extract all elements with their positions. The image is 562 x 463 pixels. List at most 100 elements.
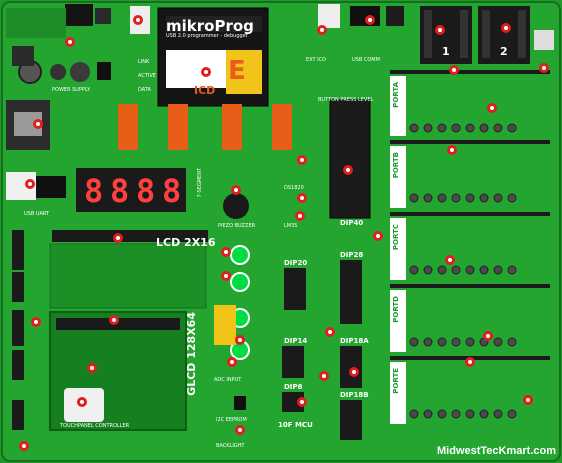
marker-icon <box>523 395 533 405</box>
dip18b-label: DIP18B <box>340 391 369 399</box>
marker-icon <box>221 247 231 257</box>
port-button[interactable] <box>409 409 419 419</box>
port-button[interactable] <box>437 193 447 203</box>
backlight-label: BACKLIGHT <box>216 443 245 449</box>
tenf-mcu-label: 10F MCU <box>278 421 313 429</box>
marker-icon <box>133 15 143 25</box>
port-button[interactable] <box>423 123 433 133</box>
port-button[interactable] <box>493 193 503 203</box>
port-button[interactable] <box>507 409 517 419</box>
marker-icon <box>435 25 445 35</box>
port-button[interactable] <box>451 265 461 275</box>
port-button[interactable] <box>465 265 475 275</box>
seven-seg-label: 7-SEGMENT <box>197 168 203 198</box>
mikroprog-title: mikroProg <box>166 17 254 35</box>
port-button[interactable] <box>437 337 447 347</box>
port-button[interactable] <box>507 265 517 275</box>
port-button[interactable] <box>423 337 433 347</box>
port-button[interactable] <box>465 337 475 347</box>
marker-icon <box>483 331 493 341</box>
port-button[interactable] <box>409 193 419 203</box>
marker-icon <box>77 397 87 407</box>
port-button[interactable] <box>465 409 475 419</box>
port-button[interactable] <box>493 123 503 133</box>
dip8-label: DIP8 <box>284 383 303 391</box>
port-d-label: PORTD <box>392 296 400 323</box>
port-button[interactable] <box>409 265 419 275</box>
marker-icon <box>447 145 457 155</box>
marker-icon <box>449 65 459 75</box>
button-press-level-label: BUTTON PRESS LEVEL <box>318 97 374 103</box>
marker-icon <box>33 119 43 129</box>
mikrobus-1-label: 1 <box>442 45 450 58</box>
port-button[interactable] <box>451 337 461 347</box>
marker-icon <box>231 185 241 195</box>
marker-icon <box>297 397 307 407</box>
port-button[interactable] <box>493 265 503 275</box>
marker-icon <box>65 37 75 47</box>
port-button[interactable] <box>507 123 517 133</box>
lm35-label: LM35 <box>284 223 298 229</box>
mikroprog-subtitle: USB 2.0 programmer - debugger <box>166 33 248 39</box>
usb-comm-label: USB COMM <box>352 57 380 63</box>
marker-icon <box>221 271 231 281</box>
adc-input-label: ADC INPUT <box>214 377 242 383</box>
power-supply-label: POWER SUPPLY <box>52 87 91 93</box>
dip18a-label: DIP18A <box>340 337 369 345</box>
ds1820-label: DS1820 <box>284 185 304 191</box>
seg-digit-1: 8 <box>84 172 104 210</box>
port-button[interactable] <box>409 123 419 133</box>
port-button[interactable] <box>409 337 419 347</box>
marker-icon <box>31 317 41 327</box>
icd-badge: E <box>228 56 246 86</box>
i2c-eeprom-label: I2C EEPROM <box>216 417 247 423</box>
marker-icon <box>501 23 511 33</box>
marker-icon <box>109 315 119 325</box>
marker-icon <box>349 367 359 377</box>
marker-icon <box>445 255 455 265</box>
port-button[interactable] <box>493 409 503 419</box>
port-button[interactable] <box>437 123 447 133</box>
icd-text: ICD <box>194 84 216 97</box>
port-button[interactable] <box>507 193 517 203</box>
port-button[interactable] <box>493 337 503 347</box>
marker-icon <box>325 327 335 337</box>
port-button[interactable] <box>479 265 489 275</box>
port-button[interactable] <box>451 193 461 203</box>
port-button[interactable] <box>465 123 475 133</box>
port-button[interactable] <box>451 409 461 419</box>
seg-digit-3: 8 <box>136 172 156 210</box>
port-button[interactable] <box>437 409 447 419</box>
dip40-label: DIP40 <box>340 219 364 227</box>
port-button[interactable] <box>479 409 489 419</box>
port-c-label: PORTC <box>392 224 400 251</box>
port-button[interactable] <box>437 265 447 275</box>
port-button[interactable] <box>479 123 489 133</box>
marker-icon <box>297 155 307 165</box>
port-a-label: PORTA <box>392 82 400 108</box>
port-button[interactable] <box>507 337 517 347</box>
port-b-label: PORTB <box>392 152 400 179</box>
marker-icon <box>201 67 211 77</box>
piezo-buzzer-label: PIEZO BUZZER <box>218 223 256 229</box>
marker-icon <box>317 25 327 35</box>
watermark: MidwestTecKmart.com <box>437 445 556 457</box>
dip20-label: DIP20 <box>284 259 308 267</box>
port-button[interactable] <box>423 193 433 203</box>
marker-icon <box>487 103 497 113</box>
mikrobus-2-label: 2 <box>500 45 508 58</box>
status-data: DATA <box>138 87 151 93</box>
marker-icon <box>227 357 237 367</box>
glcd-label: GLCD 128X64 <box>185 312 198 396</box>
marker-icon <box>295 211 305 221</box>
ext-icd-label: EXT ICD <box>306 57 326 63</box>
marker-icon <box>465 357 475 367</box>
port-button[interactable] <box>451 123 461 133</box>
port-button[interactable] <box>423 265 433 275</box>
port-button[interactable] <box>465 193 475 203</box>
marker-icon <box>113 233 123 243</box>
port-button[interactable] <box>479 193 489 203</box>
port-button[interactable] <box>423 409 433 419</box>
marker-icon <box>19 441 29 451</box>
status-active: ACTIVE <box>138 73 156 79</box>
